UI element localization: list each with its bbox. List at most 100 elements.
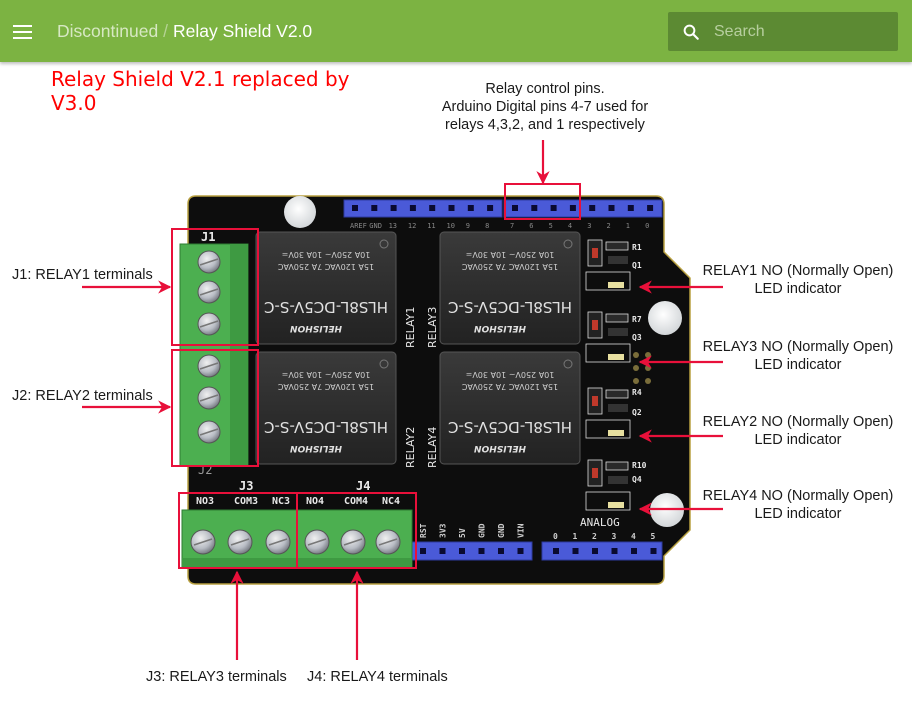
mounting-spacer [648, 301, 682, 335]
header-pin [631, 548, 637, 554]
pin-label: 6 [529, 222, 533, 230]
pin-label: VIN [517, 523, 526, 538]
search-box[interactable] [668, 12, 898, 51]
annotation-line: LED indicator [754, 357, 842, 373]
relay: 10A 250V~ 10A 30V=15A 120VAC 7A 250VACHL… [439, 351, 581, 465]
relay-model: HLS8L-DC5V-S-C [264, 298, 388, 316]
screw-slot [199, 288, 219, 296]
pin-label: 8 [485, 222, 489, 230]
diode-body [592, 248, 598, 258]
led [608, 354, 624, 360]
breadcrumb-current: Relay Shield V2.0 [173, 21, 313, 41]
relay-body [439, 351, 581, 465]
pin-label: 0 [553, 532, 558, 541]
search-input[interactable] [714, 20, 889, 44]
resistor [605, 461, 629, 471]
header-pin [611, 548, 618, 554]
header-pin [478, 548, 485, 554]
screw-slot [343, 538, 363, 546]
header-pin [608, 205, 615, 211]
relay: 10A 250V~ 10A 30V=15A 120VAC 7A 250VACHL… [255, 231, 397, 345]
header-pin [429, 205, 436, 211]
screw-slot [307, 538, 327, 546]
pin-label: 3 [612, 532, 617, 541]
header-pin [592, 548, 598, 554]
pin-label: 2 [607, 222, 611, 230]
pin-label: 9 [466, 222, 470, 230]
header-pin [512, 205, 518, 211]
relay1-silkscreen: RELAY1 [404, 307, 417, 348]
relay-rating: 10A 250V~ 10A 30V= [466, 250, 555, 259]
pin-label: GND [478, 523, 487, 538]
relay-model: HLS8L-DC5V-S-C [448, 298, 572, 316]
pin-label: 5 [651, 532, 656, 541]
pin-label: 4 [631, 532, 636, 541]
header-pin [467, 205, 474, 211]
led-footprint [585, 491, 631, 511]
header-pin [409, 205, 416, 211]
relay2-silkscreen: RELAY2 [404, 427, 417, 468]
j4-silkscreen: J4 [356, 479, 370, 493]
pin-label: 5V [458, 528, 467, 538]
app-bar: Discontinued/Relay Shield V2.0 [0, 0, 912, 62]
screw-slot [378, 538, 398, 546]
header-pin [420, 548, 426, 554]
component-label: Q1 [632, 261, 642, 270]
j3-silkscreen: J3 [239, 479, 253, 493]
relay-body [255, 351, 397, 465]
annotation-led4: RELAY4 NO (Normally Open) LED indicator [693, 487, 903, 523]
relay-rating: 10A 250V~ 10A 30V= [282, 370, 371, 379]
header-pin [390, 205, 397, 211]
annotation-line: LED indicator [754, 506, 842, 522]
highlight-j2 [171, 349, 259, 467]
annotation-led3: RELAY3 NO (Normally Open) LED indicator [693, 338, 903, 374]
pin-label: 10 [447, 222, 455, 230]
terminal-pin-label: NC4 [382, 496, 400, 507]
header-pin [352, 205, 358, 211]
header-pin [627, 205, 634, 211]
annotation-line: Arduino Digital pins 4-7 used for [441, 99, 649, 115]
annotation-j2: J2: RELAY2 terminals [12, 388, 153, 404]
header-pin [650, 548, 657, 554]
component-label: R10 [632, 461, 647, 470]
terminal-pin-label: NO3 [196, 496, 214, 507]
annotation-led2: RELAY2 NO (Normally Open) LED indicator [693, 413, 903, 449]
screw-slot [199, 258, 219, 266]
analog-silkscreen: ANALOG [580, 516, 620, 529]
terminal-pin-label: COM4 [344, 496, 368, 507]
screw-slot [199, 362, 219, 370]
relay-model: HLS8L-DC5V-S-C [264, 418, 388, 436]
power-header [407, 541, 533, 561]
resistor [605, 313, 629, 323]
annotation-j1: J1: RELAY1 terminals [12, 267, 153, 283]
relay-rating: 15A 120VAC 7A 250VAC [278, 382, 375, 391]
pin-label: 4 [568, 222, 572, 230]
pin-label: GND [369, 222, 382, 230]
relay-brand: HELISHON [474, 323, 526, 333]
pin-label: 12 [408, 222, 416, 230]
relay-rating: 10A 250V~ 10A 30V= [282, 250, 371, 259]
relay-model: HLS8L-DC5V-S-C [448, 418, 572, 436]
relay: 10A 250V~ 10A 30V=15A 120VAC 7A 250VACHL… [439, 231, 581, 345]
annotation-line: relays 4,3,2, and 1 respectively [445, 117, 645, 133]
annotation-led1: RELAY1 NO (Normally Open) LED indicator [693, 262, 903, 298]
header-pin [569, 205, 576, 211]
j1-silkscreen: J1 [201, 230, 215, 244]
transistor [608, 256, 628, 264]
relay-brand: HELISHON [290, 443, 342, 453]
header-pin [498, 548, 504, 554]
header-pin [553, 548, 559, 554]
breadcrumb-separator: / [163, 21, 169, 41]
header-pin [439, 548, 446, 554]
pin-label: AREF [350, 222, 367, 230]
breadcrumb-parent-link[interactable]: Discontinued [57, 21, 159, 41]
replacement-notice: Relay Shield V2.1 replaced by V3.0 [51, 67, 350, 115]
header-pin [589, 205, 596, 211]
led [608, 282, 624, 288]
search-icon[interactable] [682, 23, 700, 41]
pin-label: 0 [645, 222, 649, 230]
relay-marker [563, 239, 573, 249]
hamburger-menu-icon[interactable] [13, 23, 32, 39]
mounting-spacer [284, 196, 316, 228]
